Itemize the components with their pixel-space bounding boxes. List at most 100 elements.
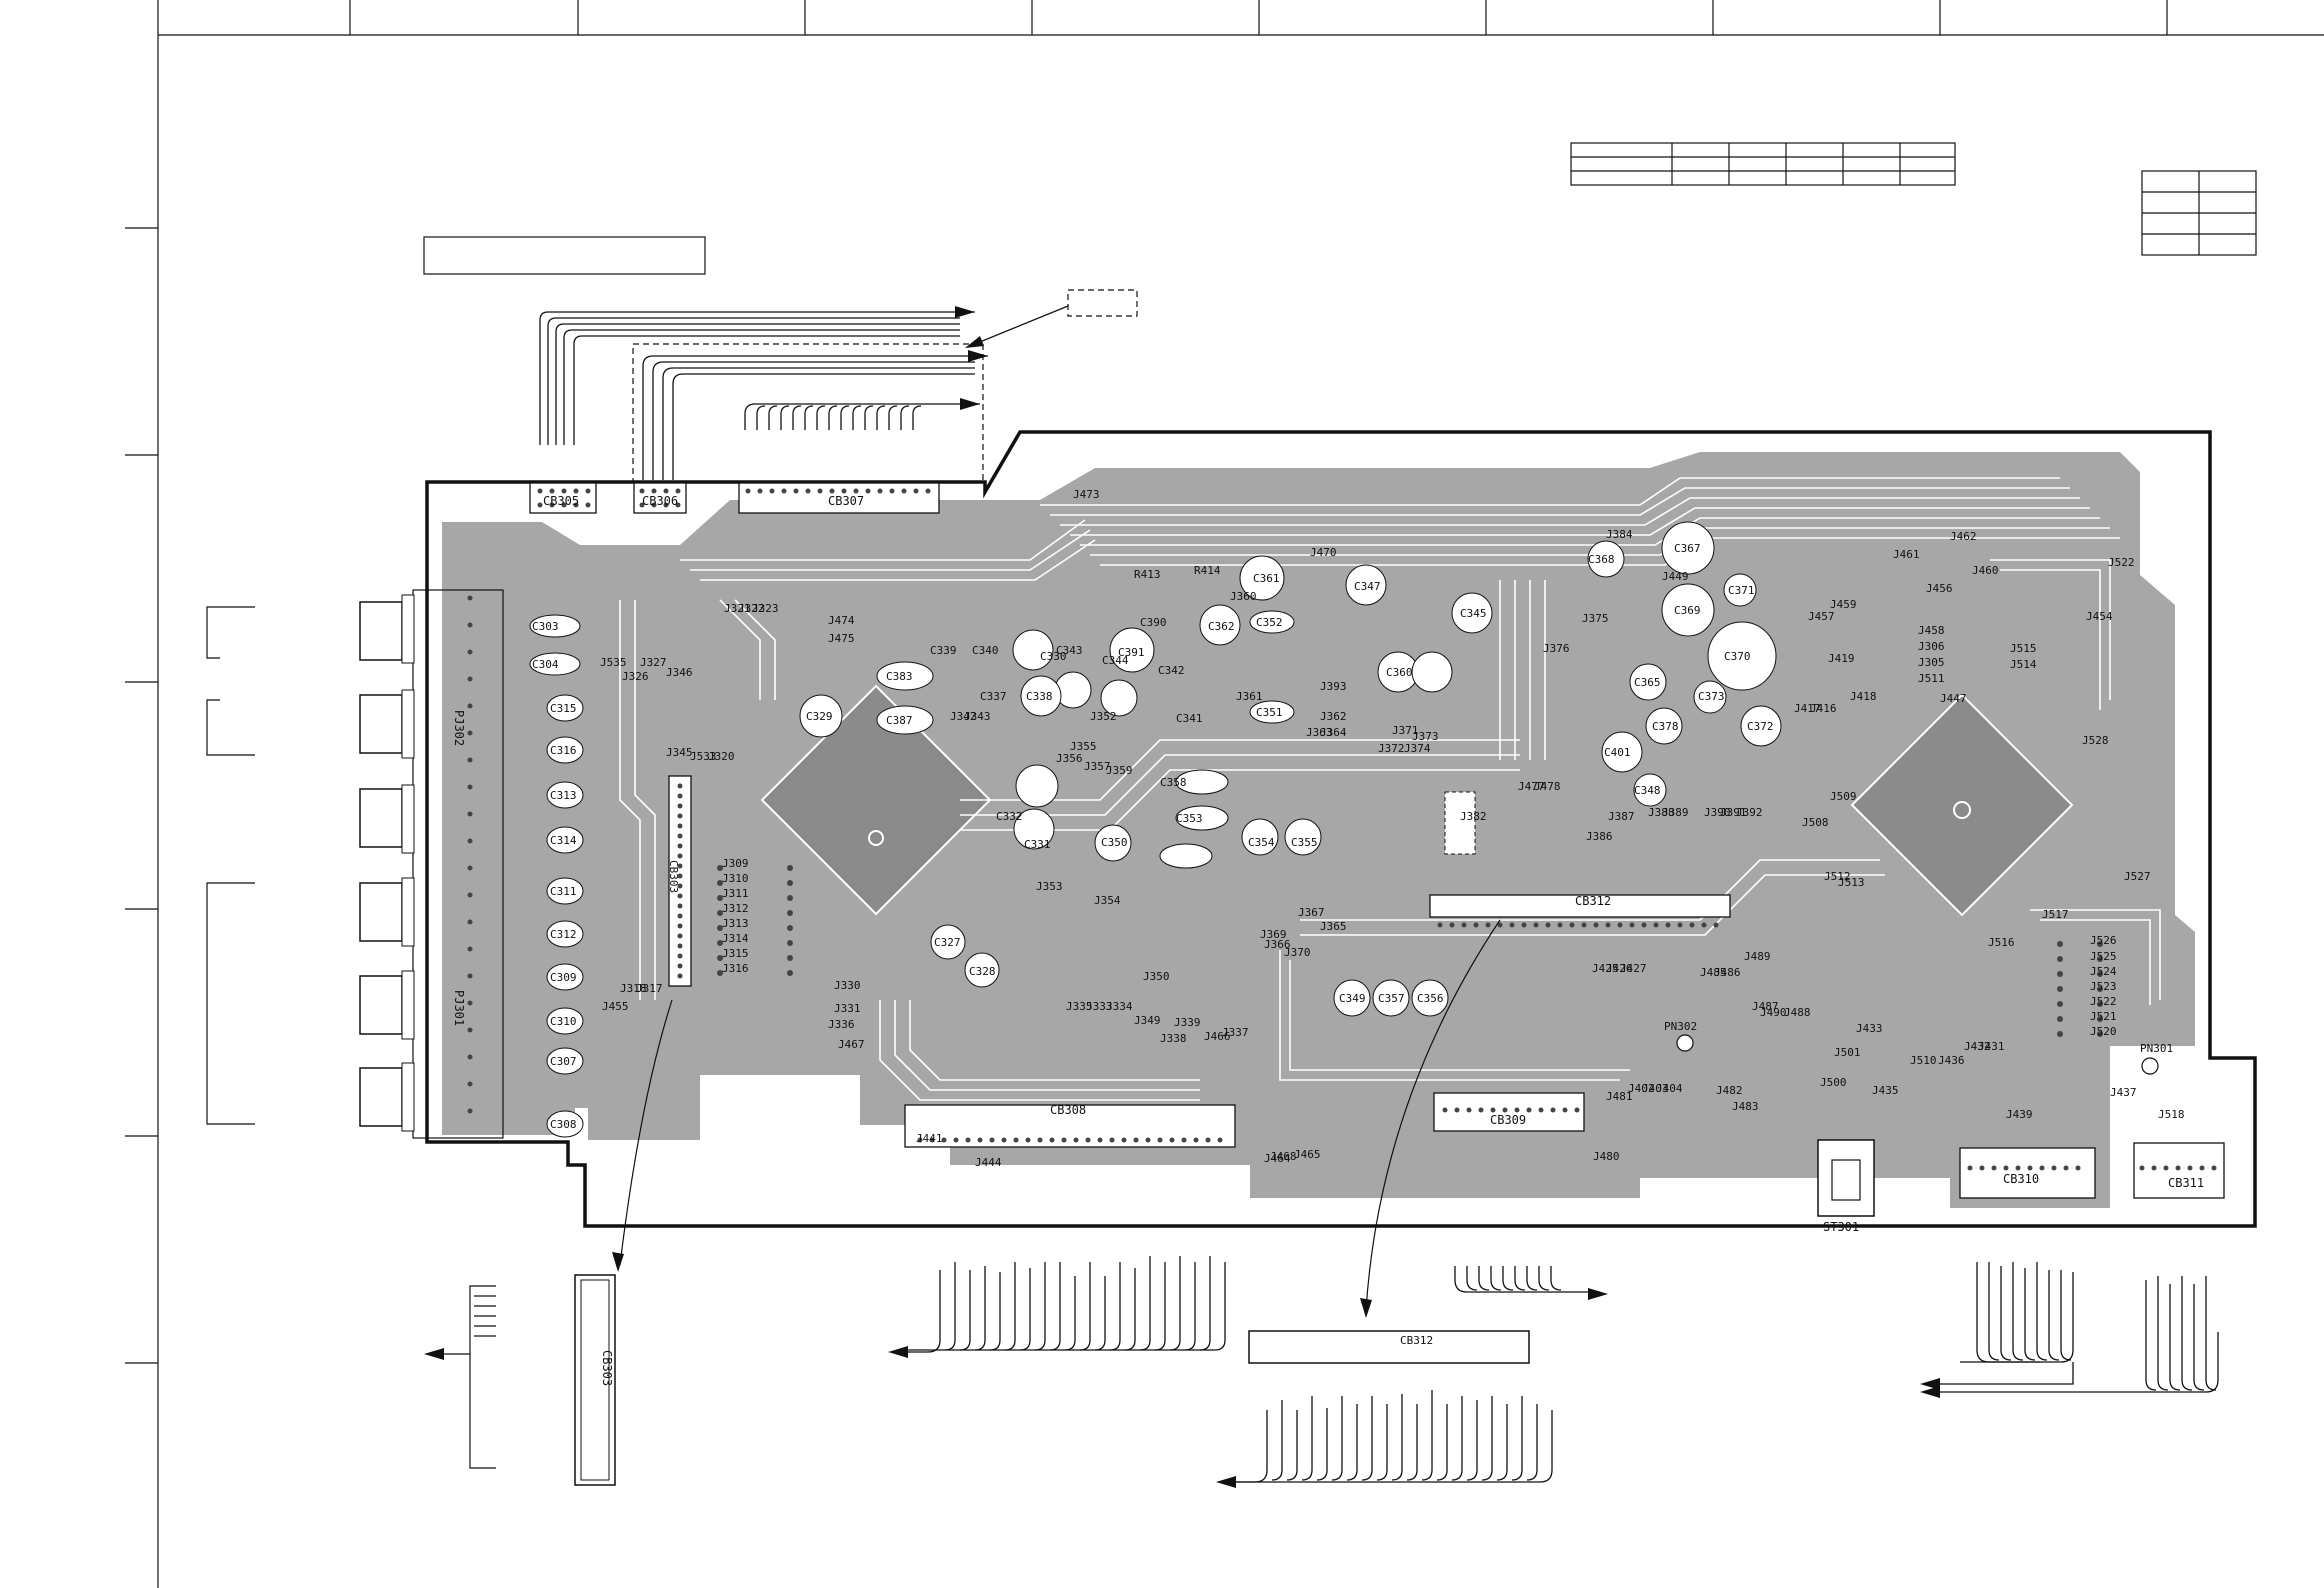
jumper-label: J364 [1320,726,1347,739]
jumper-label: J459 [1830,598,1857,611]
cap-label: C337 [980,690,1007,703]
jumper-label: J436 [1938,1054,1965,1067]
cap-label: C313 [550,789,577,802]
cb309-label: CB309 [1490,1113,1526,1127]
jumper-label: J500 [1820,1076,1847,1089]
jumper-label: J362 [1320,710,1347,723]
cap-label: C362 [1208,620,1235,633]
cb305-label: CB305 [543,494,579,508]
cb312-label: CB312 [1575,894,1611,908]
cap-label: C329 [806,710,833,723]
pads [467,488,2217,1171]
jumper-label: J359 [1106,764,1133,777]
cap-label: C351 [1256,706,1283,719]
cap-label: C357 [1378,992,1405,1005]
jumper-label: J350 [1143,970,1170,983]
cap-label: C345 [1460,607,1487,620]
jumper-label: J449 [1662,570,1689,583]
jumper-label: J426 [1606,962,1633,975]
jumper-label: J527 [2124,870,2151,883]
cb310-label: CB310 [2003,1172,2039,1186]
cap-label: C371 [1728,584,1755,597]
jumper-label: J330 [834,979,861,992]
cap-label: C307 [550,1055,577,1068]
connector-labels: CB305 CB306 CB307 CB308 CB309 CB310 CB31… [452,494,2204,1234]
jumper-label: J354 [1094,894,1121,907]
jumper-label: J475 [828,632,855,645]
jumper-label: J402 [1628,1082,1655,1095]
cap-label: C358 [1160,776,1187,789]
jumper-label: J513 [1838,876,1865,889]
cap-label: C355 [1291,836,1318,849]
cap-label: C304 [532,658,559,671]
jumper-label: J313 [722,917,749,930]
jumper-label: J382 [1460,810,1487,823]
jumper-label: J333 [1086,1000,1113,1013]
jumper-label: J361 [1236,690,1263,703]
jumper-label: J316 [722,962,749,975]
jumper-label: J524 [2090,965,2117,978]
cap-label: C354 [1248,836,1275,849]
jumper-label: J512 [1824,870,1851,883]
jumper-label: J482 [1716,1084,1743,1097]
jumper-label: J521 [2090,1010,2117,1023]
jumper-label: J320 [708,750,735,763]
st301-label: ST301 [1823,1220,1859,1234]
jumper-label: J388 [1648,806,1675,819]
jumper-label: J444 [975,1156,1002,1169]
cap-label: C349 [1339,992,1366,1005]
jumper-label: J432 [1964,1040,1991,1053]
jumper-label: R414 [1194,564,1221,577]
jumper-label: J315 [722,947,749,960]
jumper-label: J464 [1264,1152,1291,1165]
cap-label: C373 [1698,690,1725,703]
cap-label: C314 [550,834,577,847]
cap-label: C303 [532,620,559,633]
jumper-label: J342 [950,710,977,723]
cap-label: C343 [1056,644,1083,657]
cap-label: C401 [1604,746,1631,759]
jumper-label: J483 [1732,1100,1759,1113]
cap-label: C369 [1674,604,1701,617]
jumper-label: J485 [1700,966,1727,979]
cap-label: C327 [934,936,961,949]
jumper-label: J384 [1606,528,1633,541]
cb311-label: CB311 [2168,1176,2204,1190]
cap-label: C390 [1140,616,1167,629]
jumper-label: J461 [1893,548,1920,561]
top-harness [539,305,1069,485]
jumper-label: J334 [1106,1000,1133,1013]
jumper-label: J456 [1926,582,1953,595]
cap-label: C360 [1386,666,1413,679]
jumper-label: J478 [1534,780,1561,793]
jumper-label: J490 [1760,1006,1787,1019]
pj302-label: PJ302 [452,710,466,746]
jumper-label: J374 [1404,742,1431,755]
jumper-label: J391 [1720,806,1747,819]
jumper-label: J509 [1830,790,1857,803]
jumper-label: J487 [1752,1000,1779,1013]
jumper-label: J312 [722,902,749,915]
jumper-label: J305 [1918,656,1945,669]
jumper-label: J501 [1834,1046,1861,1059]
jumper-label: J390 [1704,806,1731,819]
jumper-label: J480 [1593,1150,1620,1163]
jumper-label: J455 [602,1000,629,1013]
jumper-label: J417 [1794,702,1821,715]
jumper-label: J311 [722,887,749,900]
jumper-label: J386 [1586,830,1613,843]
cap-label: C311 [550,885,577,898]
pn301-label: PN301 [2140,1042,2173,1055]
jumper-label: J318 [620,982,647,995]
jumper-label: J508 [1802,816,1829,829]
jumper-label: J346 [666,666,693,679]
cap-label: C342 [1158,664,1185,677]
jumper-label: J367 [1298,906,1325,919]
jumper-label: J468 [1270,1150,1297,1163]
jumper-label: J371 [1392,724,1419,737]
jumper-label: J418 [1850,690,1877,703]
cap-label: C310 [550,1015,577,1028]
jumper-label: J488 [1784,1006,1811,1019]
jumper-label: R413 [1134,568,1161,581]
jumper-label: J526 [2090,934,2117,947]
